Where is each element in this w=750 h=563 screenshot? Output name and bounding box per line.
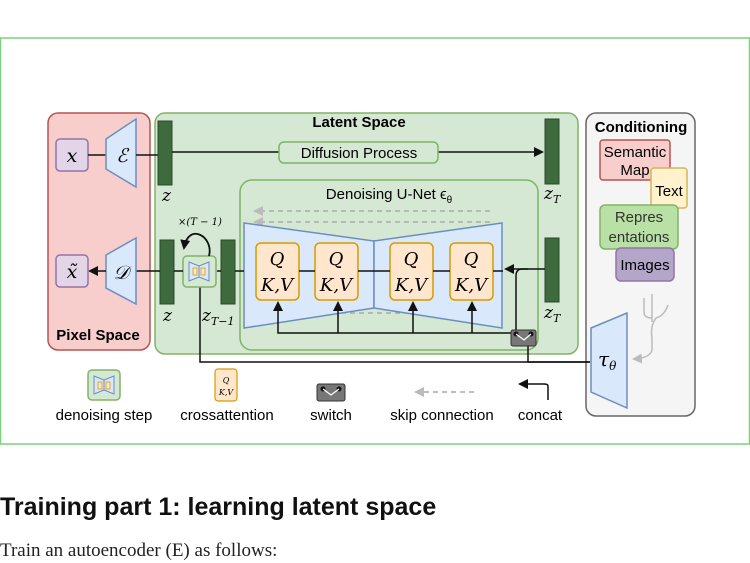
svg-text:Map: Map — [620, 162, 649, 179]
unet-label: Denoising U-Net ϵθ — [326, 186, 453, 206]
svg-text:Q: Q — [270, 249, 285, 270]
legend-crossattention-label: crossattention — [180, 407, 273, 424]
legend-skip-connection-label: skip connection — [390, 407, 493, 424]
zT-latent-bar-top — [544, 118, 560, 185]
latent-space-label: Latent Space — [312, 114, 405, 131]
svg-text:Repres: Repres — [615, 209, 663, 226]
attn-block-3: Q K,V — [389, 242, 434, 301]
tau-encoder-block — [590, 311, 628, 410]
svg-text:Q: Q — [223, 376, 230, 385]
z-label-bottom: z — [162, 306, 173, 326]
attn-block-1: Q K,V — [255, 242, 300, 301]
x-tilde-output-box — [55, 254, 89, 288]
switch-icon — [510, 329, 537, 347]
conditioning-merge-lines — [632, 294, 669, 364]
svg-text:Q: Q — [404, 249, 419, 270]
encoder-block — [105, 117, 137, 189]
z-latent-bar-bottom — [159, 239, 175, 305]
legend-denoising-step-label: denoising step — [56, 407, 153, 424]
representations-box: Repres entations — [599, 204, 679, 250]
svg-text:K,V: K,V — [394, 275, 429, 296]
repeat-label: ×(T − 1) — [178, 217, 222, 228]
diffusion-process-box — [278, 141, 439, 164]
attn-block-2: Q K,V — [314, 242, 359, 301]
section-body-text: Train an autoencoder (E) as follows: — [0, 540, 278, 561]
legend-switch-icon — [316, 383, 346, 402]
legend-crossattention-icon: Q K,V — [214, 368, 238, 402]
images-box: Images — [615, 247, 675, 282]
svg-text:K,V: K,V — [319, 275, 354, 296]
svg-text:K,V: K,V — [454, 275, 489, 296]
zT-latent-bar-bottom — [544, 237, 560, 303]
encoder-symbol: ℰ — [116, 145, 130, 167]
legend-concat-arrow — [518, 379, 549, 400]
svg-text:K,V: K,V — [260, 275, 295, 296]
decoder-block — [105, 236, 137, 306]
decoder-symbol: 𝒟 — [113, 262, 132, 284]
legend: denoising step Q K,V crossattention swit… — [56, 368, 563, 424]
latent-diffusion-diagram: Pixel Space Latent Space Conditioning x … — [0, 37, 750, 445]
x-symbol: x — [67, 145, 78, 167]
zT-label-top: zT — [543, 184, 562, 206]
section-heading: Training part 1: learning latent space — [0, 493, 437, 521]
text-box: Text — [650, 167, 688, 209]
svg-text:K,V: K,V — [218, 388, 235, 397]
svg-text:Q: Q — [464, 249, 479, 270]
svg-text:Images: Images — [620, 257, 669, 274]
legend-concat-label: concat — [518, 407, 563, 424]
attn-block-4: Q K,V — [449, 242, 494, 301]
denoising-step-block — [182, 255, 217, 288]
legend-switch-label: switch — [310, 407, 352, 424]
zT-label-bottom: zT — [543, 303, 562, 325]
pixel-space-label: Pixel Space — [56, 327, 139, 344]
conditioning-label: Conditioning — [595, 119, 687, 136]
z-label: z — [161, 186, 172, 206]
x-tilde-symbol: x̃ — [67, 261, 78, 283]
diffusion-process-label: Diffusion Process — [301, 145, 417, 162]
svg-text:Semantic: Semantic — [604, 144, 667, 161]
tau-label: τθ — [598, 347, 617, 373]
svg-text:entations: entations — [609, 229, 670, 246]
svg-text:Text: Text — [655, 183, 683, 200]
z-latent-bar — [157, 120, 173, 186]
svg-text:Q: Q — [329, 249, 344, 270]
legend-denoising-step-icon — [87, 369, 121, 401]
zT-minus-1-bar — [220, 239, 236, 305]
zT-minus-1-label: zT−1 — [201, 306, 235, 328]
